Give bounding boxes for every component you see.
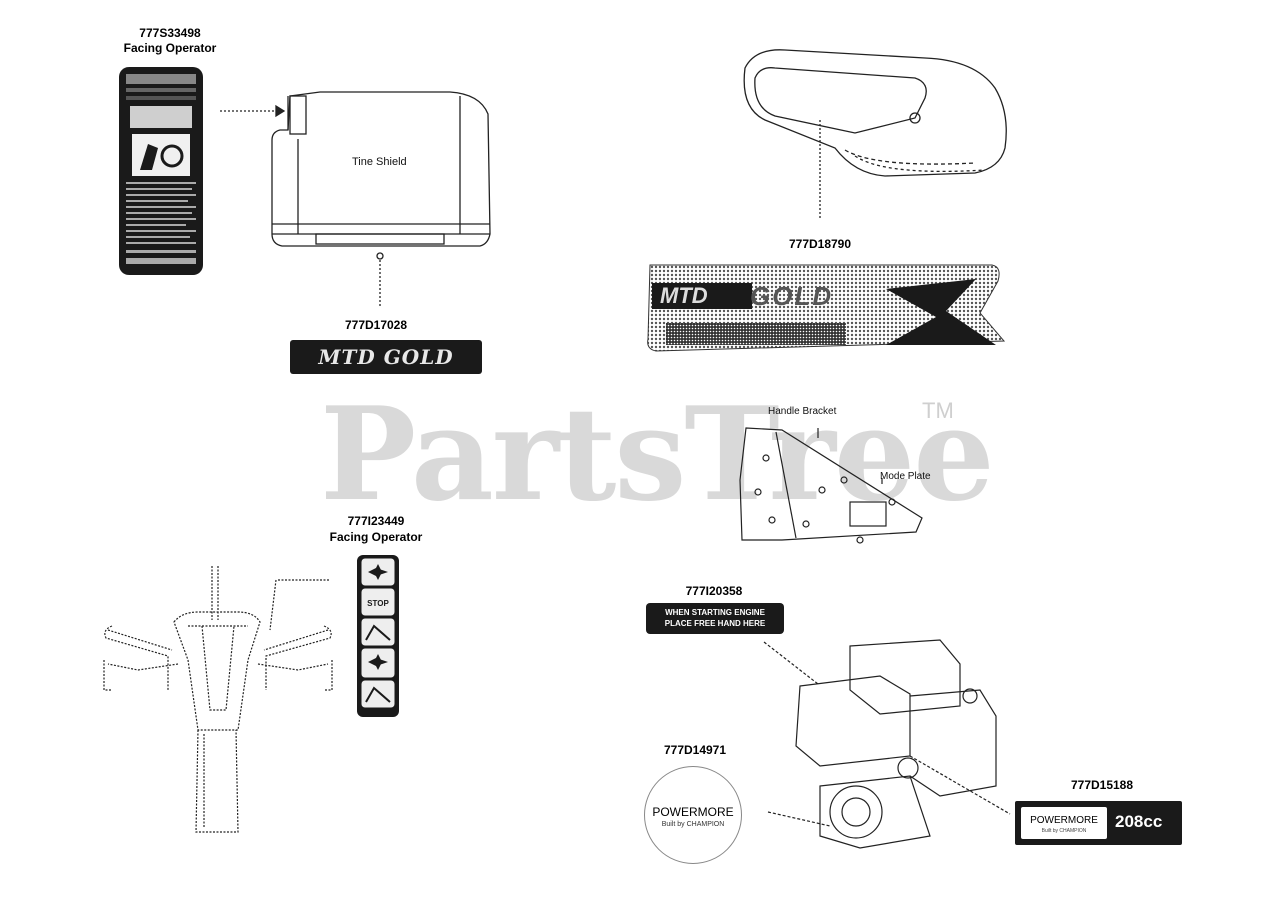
note-facing-operator-1: Facing Operator [123,41,217,55]
powermore-rect-sub: Built by CHAMPION [1041,828,1087,834]
engine-drawing [763,639,1011,849]
svg-text:MTD: MTD [660,283,708,308]
handle-control-decal[interactable]: STOP [356,554,400,718]
note-facing-operator-2: Facing Operator [329,530,423,544]
handlebar-drawing [103,566,333,833]
start-line-2: PLACE FREE HAND HERE [664,619,766,628]
hood-drawing [743,49,1007,218]
mtd-gold-side-decal[interactable]: MTD GOLD [646,261,1006,353]
tine-warning-decal[interactable] [118,66,204,276]
trademark-mark: TM [922,398,954,423]
part-label-777I20358[interactable]: 777I20358 [685,584,743,598]
part-label-777D18790[interactable]: 777D18790 [788,237,852,251]
tine-shield-drawing [220,91,491,306]
powermore-rect-logo-area: POWERMORE Built by CHAMPION [1021,807,1107,839]
part-label-777I23449[interactable]: 777I23449 [347,514,405,528]
svg-text:GOLD: GOLD [750,281,833,311]
powermore-round-decal[interactable]: POWERMORE Built by CHAMPION [644,766,742,864]
watermark: PartsTree [320,380,995,530]
part-label-777D17028[interactable]: 777D17028 [344,318,408,332]
handle-bracket-drawing [739,427,923,544]
stop-text: STOP [367,599,389,608]
handle-bracket-label: Handle Bracket [768,406,837,417]
start-line-1: WHEN STARTING ENGINE [665,608,765,617]
powermore-208cc-decal[interactable]: POWERMORE Built by CHAMPION 208cc [1015,801,1182,845]
start-engine-decal[interactable]: WHEN STARTING ENGINE PLACE FREE HAND HER… [646,603,784,634]
engine-displacement: 208cc [1115,812,1163,831]
powermore-rect-name: POWERMORE [1030,815,1098,826]
part-label-777S33498[interactable]: 777S33498 [139,26,201,40]
model-plate-label: Mode Plate [880,471,931,482]
tine-shield-label: Tine Shield [352,156,407,168]
powermore-round-sub: Built by CHAMPION [661,821,725,828]
part-label-777D15188[interactable]: 777D15188 [1070,778,1134,792]
powermore-round-name: POWERMORE [652,805,734,819]
mtd-gold-logo-decal[interactable]: MTD GOLD [290,340,482,374]
part-label-777D14971[interactable]: 777D14971 [663,743,727,757]
